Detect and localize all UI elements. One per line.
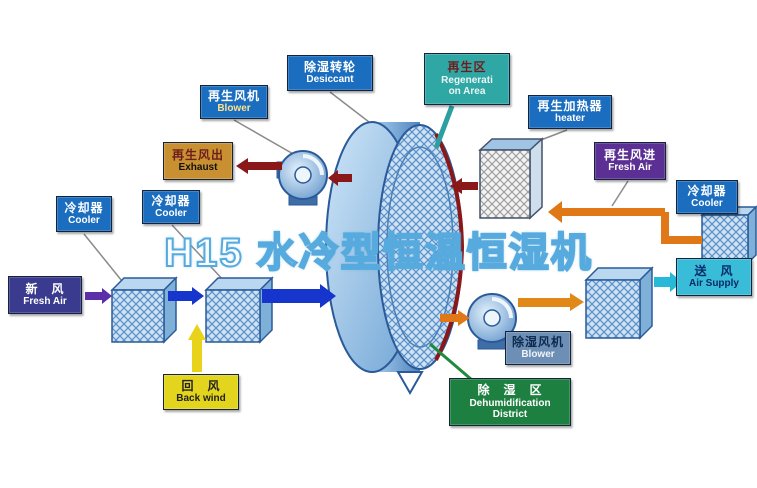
arrow-wheel-to-dehumid-blower xyxy=(440,310,470,326)
arrow-cooler-a-to-b xyxy=(168,287,204,305)
label-regen-blower-en: Blower xyxy=(217,103,251,115)
arrow-air-supply-out xyxy=(654,272,682,292)
label-exhaust-en: Exhaust xyxy=(178,162,218,174)
label-regen-area-en2: on Area xyxy=(448,85,486,97)
label-dehumid-blower-zh: 除湿风机 xyxy=(511,334,564,349)
label-exhaust-zh: 再生风出 xyxy=(171,147,224,162)
label-cooler-right-en: Cooler xyxy=(691,198,723,210)
regen-heater-box xyxy=(478,137,544,220)
label-back-wind-en: Back wind xyxy=(176,393,226,405)
label-fresh-air-inlet: 新 风 Fresh Air xyxy=(8,276,82,314)
label-desiccant-wheel: 除湿转轮 Desiccant xyxy=(287,55,373,91)
regen-inlet-duct-h2 xyxy=(562,208,665,216)
label-dehumid-area-en2: District xyxy=(492,408,528,420)
arrow-fresh-air-in xyxy=(85,288,112,304)
label-regen-fresh-zh: 再生风进 xyxy=(603,147,656,162)
desiccant-wheel xyxy=(325,121,465,396)
label-regen-heater-zh: 再生加热器 xyxy=(537,98,603,113)
cooler-cube-supply xyxy=(584,266,654,340)
regen-blower-fan xyxy=(276,150,328,206)
label-dehumid-area-zh: 除 湿 区 xyxy=(477,383,543,398)
arrow-wheel-to-regen-blower xyxy=(328,170,352,186)
label-dehumid-blower: 除湿风机 Blower xyxy=(505,331,571,365)
wheel-seal-arc xyxy=(434,133,465,361)
regen-inlet-duct-h1 xyxy=(665,236,702,244)
label-cooler-left-en: Cooler xyxy=(68,215,100,227)
label-cooler-mid-en: Cooler xyxy=(155,208,187,220)
arrow-blower-to-exhaust xyxy=(236,158,282,174)
label-exhaust: 再生风出 Exhaust xyxy=(163,142,233,180)
label-dehumidification-district: 除 湿 区 Dehumidification District xyxy=(449,378,571,426)
label-regen-area-en1: Regenerati xyxy=(441,74,493,86)
cooler-cube-left xyxy=(110,276,178,344)
label-cooler-mid-zh: 冷却器 xyxy=(151,193,191,208)
label-cooler-left: 冷却器 Cooler xyxy=(56,196,112,232)
flow-arrows xyxy=(85,105,702,382)
regen-area-pointer xyxy=(433,105,455,149)
dehumid-area-pointer xyxy=(429,342,473,382)
label-cooler-left-zh: 冷却器 xyxy=(64,200,104,215)
label-back-wind: 回 风 Back wind xyxy=(163,374,239,410)
label-dehumid-area-en1: Dehumidification xyxy=(469,397,551,409)
label-regen-fresh-air: 再生风进 Fresh Air xyxy=(594,142,666,180)
label-desiccant-zh: 除湿转轮 xyxy=(303,59,356,74)
arrow-heater-to-wheel xyxy=(450,178,478,194)
label-regeneration-area: 再生区 Regenerati on Area xyxy=(424,53,510,105)
label-regen-fresh-en: Fresh Air xyxy=(608,162,652,174)
label-fresh-air-zh: 新 风 xyxy=(25,281,65,296)
label-cooler-right-zh: 冷却器 xyxy=(687,183,727,198)
dehumid-blower-fan xyxy=(467,293,517,350)
arrow-back-wind-up xyxy=(188,324,206,372)
arrow-blower-to-cooler xyxy=(518,293,584,311)
label-cooler-right: 冷却器 Cooler xyxy=(676,180,738,214)
label-regen-blower-zh: 再生风机 xyxy=(207,88,260,103)
label-regen-heater: 再生加热器 heater xyxy=(528,95,612,129)
regen-inlet-duct-v xyxy=(661,212,669,244)
cooler-cube-middle xyxy=(204,276,274,344)
label-fresh-air-en: Fresh Air xyxy=(23,296,67,308)
label-air-supply-zh: 送 风 xyxy=(694,263,734,278)
label-air-supply-en: Air Supply xyxy=(688,278,739,290)
label-regen-area-zh: 再生区 xyxy=(447,60,487,75)
label-cooler-middle: 冷却器 Cooler xyxy=(142,190,200,224)
label-back-wind-zh: 回 风 xyxy=(181,378,221,393)
label-desiccant-en: Desiccant xyxy=(306,74,354,86)
arrow-to-wheel-process xyxy=(262,284,336,308)
cooler-cube-regen xyxy=(700,205,757,265)
label-regen-heater-en: heater xyxy=(554,113,585,125)
label-air-supply: 送 风 Air Supply xyxy=(676,258,752,296)
arrow-regen-inlet-head xyxy=(548,201,562,223)
wheel-drive-belt xyxy=(396,371,424,396)
label-dehumid-blower-en: Blower xyxy=(521,349,555,361)
label-regen-blower: 再生风机 Blower xyxy=(200,85,268,119)
